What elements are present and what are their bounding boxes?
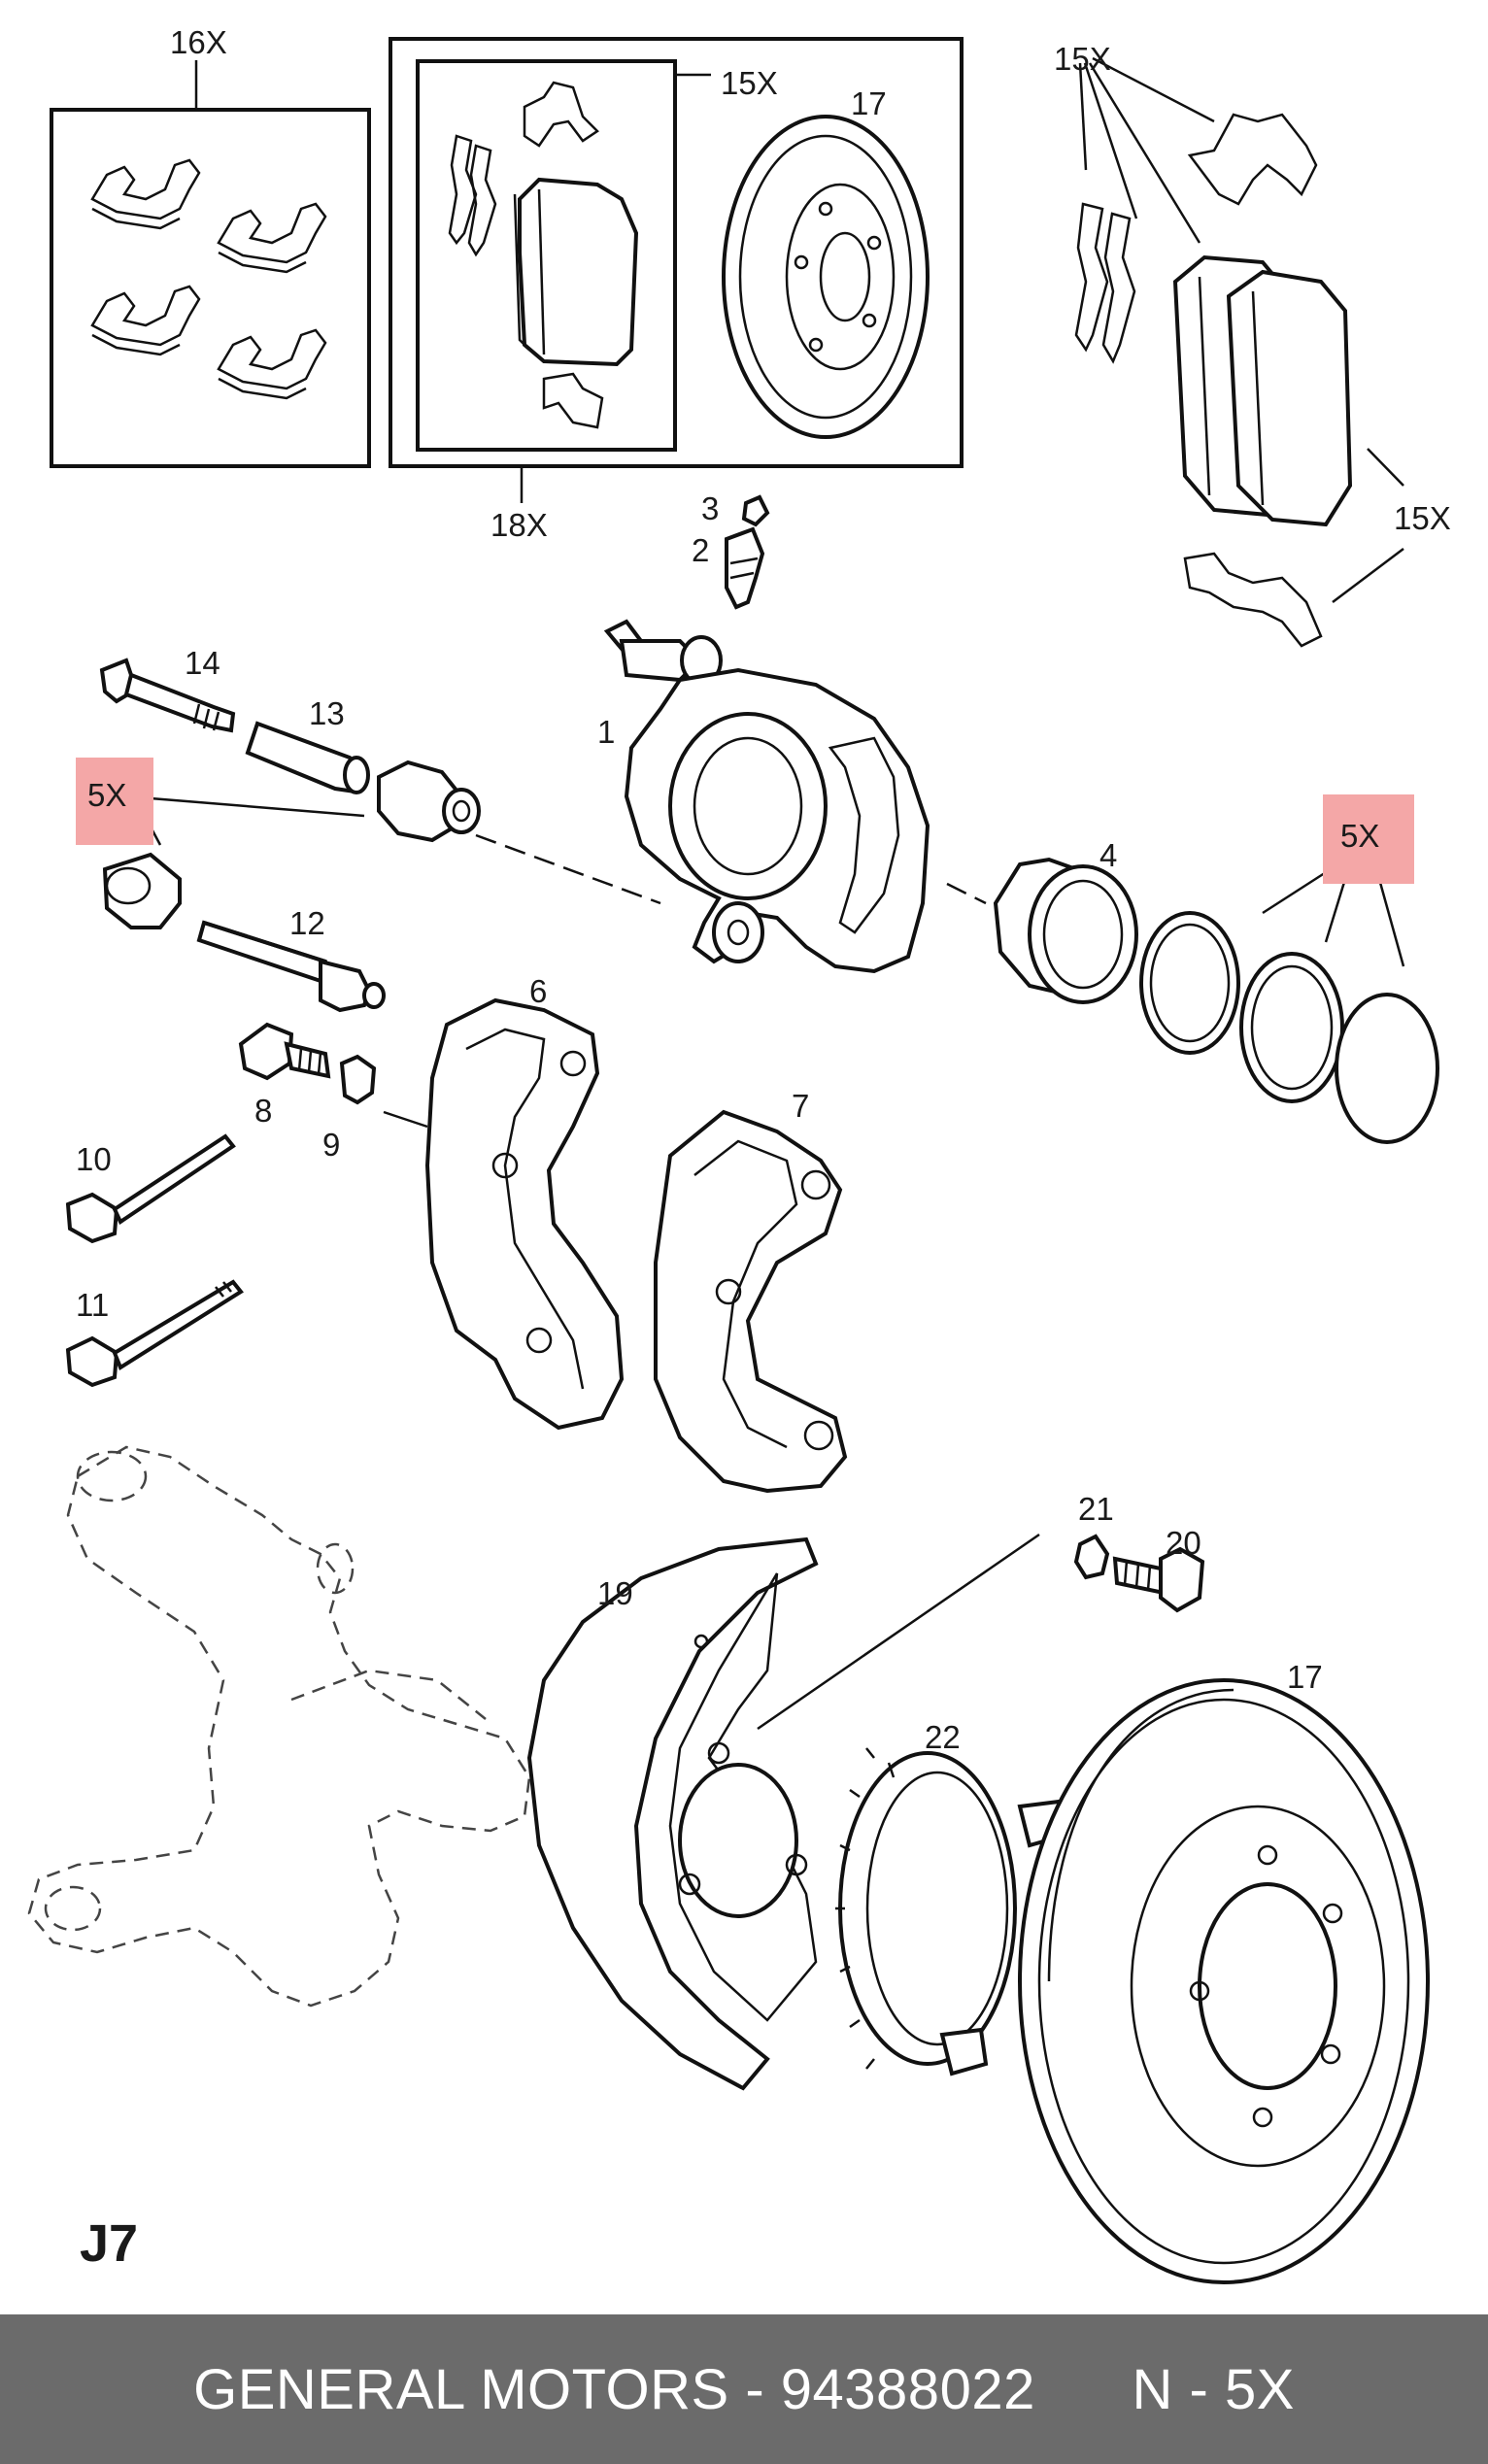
- guide-pin-parts: [99, 658, 481, 1013]
- label-2: 2: [692, 532, 709, 568]
- label-15x-right: 15X: [1394, 500, 1451, 536]
- label-22: 22: [925, 1719, 961, 1755]
- footer-separator: -: [728, 2357, 781, 2421]
- brake-assembly-diagram: 16X 15X 17 18X 15X 15X 3 2 14 13 1 5X 5X…: [27, 24, 1451, 2284]
- label-8: 8: [254, 1093, 272, 1129]
- footer-spacer: [1035, 2357, 1133, 2422]
- label-3: 3: [701, 490, 719, 526]
- caliper-bracket-6: [424, 997, 625, 1431]
- guide-bolt-12: [203, 921, 326, 963]
- label-13: 13: [309, 695, 345, 731]
- footer-part-number: 94388022: [780, 2357, 1035, 2421]
- clip-part: [90, 158, 327, 400]
- label-16x: 16X: [170, 24, 227, 60]
- label-10: 10: [76, 1141, 112, 1177]
- footer-quantity: N - 5X: [1132, 2357, 1295, 2421]
- label-15x-top-right: 15X: [1054, 41, 1111, 77]
- highlight-5x-left: [76, 758, 153, 845]
- bleeder-screw: [725, 494, 770, 610]
- bolt-20-washer-21: [757, 1533, 1205, 1731]
- caliper-housing: [475, 619, 930, 974]
- label-17-top: 17: [851, 85, 887, 121]
- bolts-10-11: [65, 1133, 244, 1388]
- footer-brand: GENERAL MOTORS: [193, 2357, 729, 2421]
- label-4: 4: [1099, 837, 1117, 873]
- label-6: 6: [529, 973, 547, 1009]
- label-7: 7: [792, 1088, 809, 1124]
- highlight-5x-right: [1323, 794, 1414, 884]
- footer-bar: GENERAL MOTORS - 94388022 N - 5X: [0, 2314, 1488, 2464]
- pad-kit-box: [389, 37, 964, 503]
- pad-kit-parts: [448, 81, 639, 429]
- label-11: 11: [76, 1287, 109, 1323]
- label-18x: 18X: [490, 507, 548, 543]
- label-j7: J7: [80, 2214, 138, 2273]
- label-17-bottom: 17: [1287, 1659, 1323, 1695]
- label-14: 14: [185, 645, 220, 681]
- brake-disc-large: [1018, 1678, 1430, 2284]
- label-5x-right: 5X: [1340, 818, 1379, 854]
- pads-right: [1074, 56, 1404, 648]
- label-19: 19: [597, 1575, 633, 1611]
- label-5x-left: 5X: [87, 777, 126, 813]
- brake-disc-small: [722, 115, 930, 439]
- bolt-8-washer-9: [238, 1022, 428, 1129]
- label-15x-box: 15X: [721, 65, 778, 101]
- caliper-bracket-7: [654, 1109, 848, 1494]
- label-21: 21: [1078, 1491, 1114, 1527]
- splash-shield: [526, 1536, 819, 2091]
- steering-knuckle-outline: [27, 1445, 531, 2008]
- label-12: 12: [289, 905, 325, 941]
- label-9: 9: [322, 1127, 340, 1163]
- label-1: 1: [597, 714, 615, 750]
- piston-and-seals: [946, 857, 1439, 1144]
- label-20: 20: [1166, 1525, 1201, 1561]
- clip-kit-box: [50, 60, 371, 468]
